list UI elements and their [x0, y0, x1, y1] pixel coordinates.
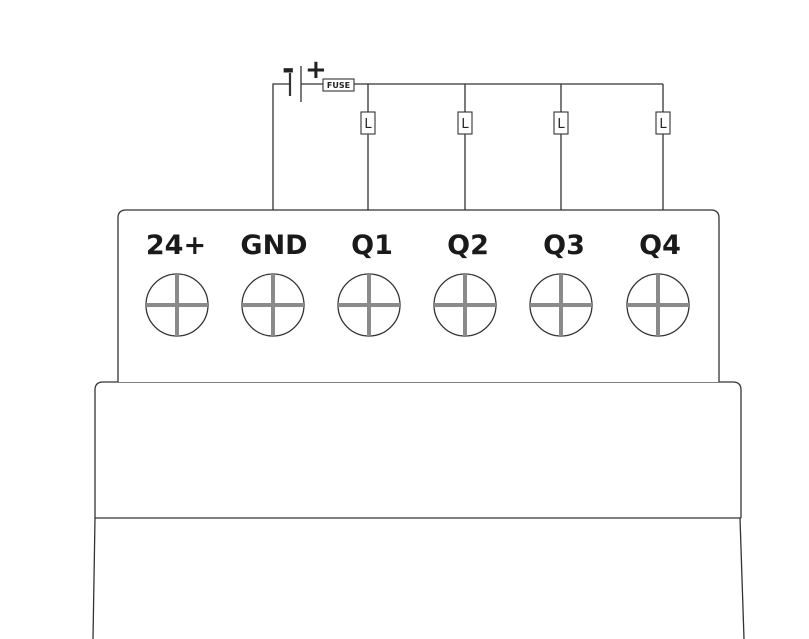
- load-q2: L: [457, 111, 473, 135]
- wiring: [272, 66, 664, 210]
- battery-negative-label: -: [282, 52, 294, 87]
- screw-terminal-q1[interactable]: [337, 273, 401, 337]
- device-housing: [92, 209, 745, 639]
- load-q3-label: L: [557, 117, 565, 132]
- terminal-label-q2: Q2: [447, 230, 489, 261]
- load-q1: L: [360, 111, 376, 135]
- screw-terminal-q4[interactable]: [626, 273, 690, 337]
- load-q4-label: L: [659, 117, 667, 132]
- load-q2-label: L: [461, 117, 469, 132]
- terminal-label-24v: 24+: [146, 230, 206, 261]
- terminal-label-q4: Q4: [639, 230, 681, 261]
- housing-lower-section: [92, 517, 745, 639]
- screw-terminal-q3[interactable]: [529, 273, 593, 337]
- housing-middle-section: [94, 381, 742, 518]
- fuse-body: [322, 78, 355, 92]
- load-q1-label: L: [364, 117, 372, 132]
- load-q1-body: [360, 111, 376, 135]
- load-q4: L: [655, 111, 671, 135]
- load-q3: L: [553, 111, 569, 135]
- terminal-label-q3: Q3: [543, 230, 585, 261]
- load-q4-body: [655, 111, 671, 135]
- screw-terminal-q2[interactable]: [433, 273, 497, 337]
- terminal-label-q1: Q1: [351, 230, 393, 261]
- gnd-wire: [272, 83, 290, 210]
- terminal-label-gnd: GND: [240, 230, 307, 261]
- fuse-label: FUSE: [327, 81, 350, 90]
- screw-terminal-24v[interactable]: [145, 273, 209, 337]
- battery-positive-label: +: [305, 55, 327, 85]
- screw-terminal-gnd[interactable]: [241, 273, 305, 337]
- fuse: FUSE: [322, 78, 355, 92]
- load-q3-body: [553, 111, 569, 135]
- load-q2-body: [457, 111, 473, 135]
- terminal-block: [117, 209, 720, 382]
